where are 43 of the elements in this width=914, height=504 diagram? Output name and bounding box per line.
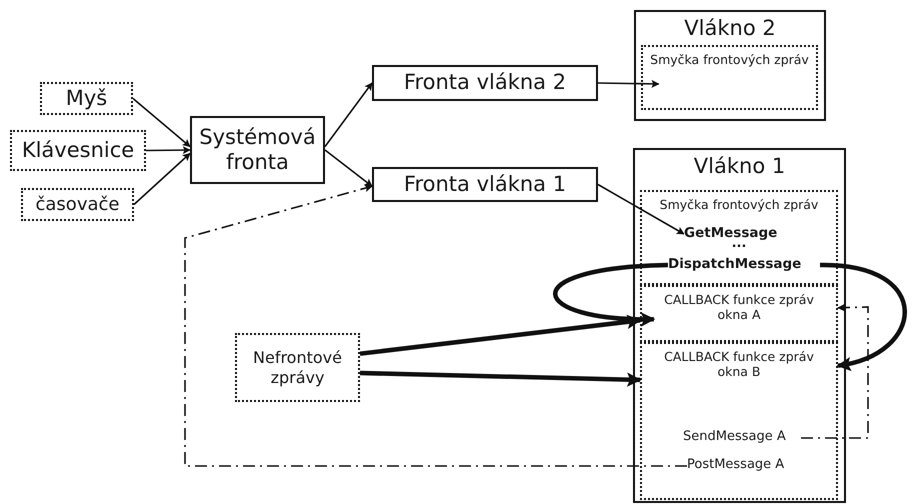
function-name-label: PostMessage A bbox=[687, 457, 784, 473]
box-label: Vlákno 1 bbox=[694, 153, 786, 180]
message-loop-box bbox=[640, 190, 838, 285]
queue-box bbox=[190, 116, 325, 184]
box-label: Systémová fronta bbox=[198, 124, 317, 176]
callback-box bbox=[640, 342, 838, 500]
queue-box bbox=[372, 167, 598, 202]
input-source-box bbox=[235, 333, 360, 402]
box-label: Smyčka frontových zpráv bbox=[650, 51, 809, 67]
arrow bbox=[598, 80, 660, 88]
box-label: časovače bbox=[36, 194, 120, 216]
box-label: Myš bbox=[66, 86, 108, 112]
arrow bbox=[598, 184, 685, 235]
function-name-label: SendMessage A bbox=[683, 429, 786, 445]
arrow bbox=[801, 304, 869, 439]
box-label: Klávesnice bbox=[22, 138, 134, 164]
thread-box bbox=[633, 148, 846, 503]
function-name-label: GetMessage bbox=[684, 225, 778, 242]
thick-arrow bbox=[360, 314, 642, 356]
input-source-box bbox=[21, 188, 134, 221]
box-label: Fronta vlákna 1 bbox=[404, 172, 566, 198]
input-source-box bbox=[40, 82, 133, 115]
box-label: CALLBACK funkce zpráv okna B bbox=[663, 348, 815, 379]
box-label: Nefrontové zprávy bbox=[252, 348, 343, 387]
box-label: CALLBACK funkce zpráv okna A bbox=[663, 291, 815, 322]
arrow bbox=[184, 184, 687, 467]
arrow bbox=[324, 149, 373, 187]
function-name-label: DispatchMessage bbox=[668, 256, 802, 272]
box-label: Fronta vlákna 2 bbox=[404, 70, 566, 96]
thick-arrow bbox=[820, 262, 907, 370]
arrow bbox=[146, 146, 191, 154]
queue-box bbox=[372, 65, 598, 101]
box-label: Vlákno 2 bbox=[684, 15, 776, 42]
arrow bbox=[133, 152, 191, 206]
thick-arrow bbox=[360, 370, 642, 387]
message-loop-box bbox=[641, 45, 818, 110]
box-label: Smyčka frontových zpráv bbox=[660, 196, 818, 212]
thick-arrow bbox=[553, 262, 668, 326]
arrow bbox=[324, 82, 373, 148]
callback-box bbox=[640, 285, 838, 342]
arrow bbox=[132, 98, 191, 148]
thread-box bbox=[634, 10, 826, 121]
input-source-box bbox=[10, 130, 146, 171]
